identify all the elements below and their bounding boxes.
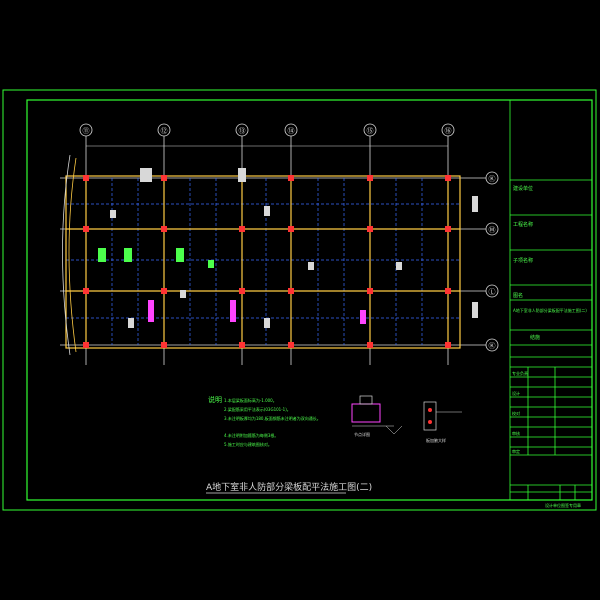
axis-row-4: Ⓚ	[489, 342, 496, 350]
title-block-labels: 建设单位 工程名称 子项名称 图名 A地下室非人防部分梁板配平法施工图(二) 结…	[512, 185, 587, 508]
title-block	[509, 100, 592, 500]
axis-col-6: ⑯	[445, 127, 452, 135]
axis-column-labels: ⑪ ⑫ ⑬ ⑭ ⑮ ⑯	[83, 127, 452, 135]
detail-label-1: 节点详图	[354, 431, 370, 437]
beam-annotations	[98, 168, 478, 328]
axis-col-1: ⑪	[83, 127, 90, 135]
axis-row-1: Ⓚ	[489, 175, 496, 183]
drawing-title: A地下室非人防部分梁板配平法施工图(二)	[206, 481, 372, 493]
columns	[83, 175, 451, 348]
title-label-project: 工程名称	[513, 221, 533, 228]
notes-heading: 说明	[208, 395, 222, 404]
axis-row-labels: Ⓚ Ⓜ Ⓛ Ⓚ	[489, 175, 496, 350]
title-label-lead: 专业负责	[512, 370, 528, 376]
detail-section-1: 节点详图	[351, 395, 403, 437]
axis-col-5: ⑮	[367, 127, 374, 135]
axis-col-2: ⑫	[161, 127, 168, 135]
note-4: 4.未注明附加箍筋为每侧3根。	[224, 432, 278, 438]
main-beams	[65, 175, 461, 349]
title-label-client: 建设单位	[513, 185, 533, 192]
note-5: 5.施工时应与建筑图核对。	[224, 441, 272, 447]
axis-col-4: ⑭	[288, 127, 295, 135]
note-2: 2.梁配筋采用平法表示(03G101-1)。	[224, 406, 291, 412]
title-label-design: 设计	[512, 390, 520, 396]
title-label-review: 审核	[512, 430, 520, 436]
title-label-drawing: 图名	[513, 292, 523, 299]
axis-row-3: Ⓛ	[489, 288, 496, 296]
curved-wall-inner	[68, 157, 77, 353]
outer-frame	[2, 89, 597, 511]
note-3: 3.未注明板厚均为180,板面钢筋未注明者为双向通长。	[224, 415, 321, 421]
title-drawing-name: A地下室非人防部分梁板配平法施工图(二)	[513, 307, 587, 313]
curved-wall	[62, 154, 71, 356]
note-1: 1.本层梁板面标高为-1.000。	[224, 397, 277, 403]
detail-section-2: 板加腋大样	[423, 401, 462, 443]
title-label-discipline: 结施	[530, 334, 540, 341]
notes-block: 说明 1.本层梁板面标高为-1.000。 2.梁配筋采用平法表示(03G101-…	[208, 395, 321, 447]
title-label-check: 校对	[512, 410, 520, 416]
axis-row-2: Ⓜ	[489, 226, 496, 234]
title-label-subitem: 子项名称	[513, 257, 533, 264]
detail-label-2: 板加腋大样	[426, 437, 446, 443]
axis-column-markers	[79, 123, 455, 365]
secondary-beams	[66, 178, 460, 345]
axis-col-3: ⑬	[239, 127, 246, 135]
seal-note: 设计单位图签专用章	[545, 502, 581, 508]
title-label-approve: 审定	[512, 448, 520, 454]
